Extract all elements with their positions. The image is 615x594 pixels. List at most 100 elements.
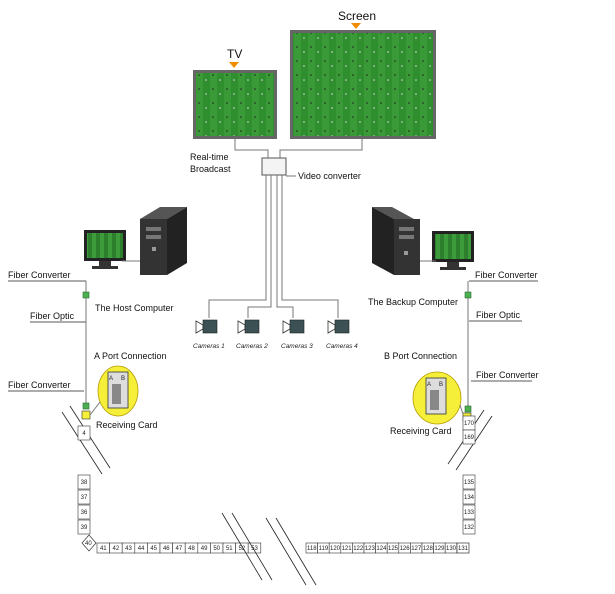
right-bottom-cell-label: 118 — [307, 546, 317, 552]
left-bottom-cell-label: 51 — [226, 546, 233, 552]
right-vertical-cell-label: 135 — [464, 480, 475, 486]
left-bottom-cell-label: 44 — [138, 546, 145, 552]
right-bottom-cell: 129 — [433, 542, 446, 554]
right-bottom-cell: 118 — [305, 542, 318, 554]
left-vertical-cell-label: 39 — [81, 525, 88, 531]
svg-text:A: A — [109, 376, 113, 382]
right-bottom-cell-label: 121 — [342, 546, 353, 552]
right-bottom-cell-label: 120 — [330, 546, 341, 552]
b-port-connection-label: B Port Connection — [384, 351, 457, 361]
camera-4-label: Cameras 4 — [326, 343, 358, 350]
right-bottom-cell-label: 122 — [353, 546, 364, 552]
right-bottom-cell: 123 — [363, 542, 376, 554]
right-corner-cell-label: 131 — [458, 546, 469, 552]
camera-2-label: Cameras 2 — [236, 343, 268, 350]
right-bottom-cell-label: 119 — [319, 546, 329, 552]
right-bottom-cell: 130 — [444, 542, 458, 554]
right-bottom-cell: 119 — [317, 542, 330, 554]
camera-1 — [195, 319, 218, 334]
left-receiving-card-small-icon — [81, 410, 91, 420]
right-vertical-cell: 169 — [462, 429, 476, 445]
left-fiber-converter-top-icon — [82, 291, 90, 299]
svg-text:B: B — [439, 382, 443, 388]
left-bottom-cell-label: 42 — [113, 546, 120, 552]
right-bottom-cell: 122 — [352, 542, 365, 554]
left-corner-cell: 40 — [81, 534, 97, 552]
left-bottom-cell: 43 — [121, 542, 136, 554]
right-vertical-cell: 132 — [462, 519, 476, 535]
screen-marker-icon — [351, 23, 361, 29]
right-vertical-cell-label: 169 — [464, 435, 475, 441]
tv-marker-icon — [229, 62, 239, 68]
right-bottom-cell: 124 — [375, 542, 388, 554]
left-bottom-cell: 53 — [247, 542, 262, 554]
right-bottom-cell: 128 — [421, 542, 434, 554]
right-receiving-card-label: Receiving Card — [390, 426, 452, 436]
left-vertical-cell: 36 — [77, 504, 91, 520]
backup-computer-label: The Backup Computer — [368, 297, 458, 307]
right-bottom-cell-label: 126 — [400, 546, 411, 552]
right-corner-cell: 131 — [456, 542, 470, 554]
left-bottom-cell-label: 49 — [201, 546, 208, 552]
backup-computer-icon — [372, 207, 474, 275]
left-bottom-cell: 52 — [235, 542, 249, 554]
right-bottom-cell-label: 123 — [365, 546, 376, 552]
right-vertical-cell: 135 — [462, 474, 476, 490]
left-vertical-cell: 38 — [77, 474, 91, 490]
broadcast-label-line1: Real-time — [190, 152, 229, 162]
right-vertical-cell: 133 — [462, 504, 476, 520]
a-port-receiving-card: A B — [97, 365, 139, 417]
a-port-connection-label: A Port Connection — [94, 351, 167, 361]
svg-text:A: A — [427, 382, 431, 388]
camera-wires — [208, 175, 339, 318]
left-bottom-cell: 44 — [134, 542, 148, 554]
right-bottom-cell-label: 128 — [423, 546, 434, 552]
right-fiber-optic-label: Fiber Optic — [476, 310, 521, 320]
tv-label: TV — [227, 47, 242, 61]
left-bottom-cell: 49 — [197, 542, 211, 554]
right-bottom-cell-label: 124 — [376, 546, 387, 552]
camera-3-label: Cameras 3 — [281, 343, 313, 350]
video-converter-label: Video converter — [298, 171, 361, 181]
left-vertical-cell: 4 — [77, 425, 91, 441]
left-bottom-cell-label: 41 — [100, 546, 107, 552]
right-vertical-cell-label: 132 — [464, 525, 475, 531]
left-bottom-cell: 45 — [147, 542, 161, 554]
camera-3 — [282, 319, 305, 334]
broadcast-label-line2: Broadcast — [190, 164, 231, 174]
right-bottom-cell-label: 125 — [388, 546, 399, 552]
right-vertical-cell: 134 — [462, 489, 476, 505]
bottom-break-lines — [221, 512, 317, 586]
left-fiber-converter-top-label: Fiber Converter — [8, 270, 71, 280]
right-bottom-cell-label: 127 — [411, 546, 422, 552]
left-bottom-cell: 46 — [159, 542, 173, 554]
right-vertical-cell-label: 133 — [464, 510, 475, 516]
video-converter-box — [261, 157, 287, 176]
left-vertical-cell-label: 37 — [81, 495, 88, 501]
host-computer-icon — [84, 207, 187, 275]
left-corner-cell-label: 40 — [85, 541, 92, 547]
right-bottom-cell: 125 — [386, 542, 400, 554]
right-bottom-cell: 120 — [328, 542, 342, 554]
left-vertical-cell-label: 38 — [81, 480, 88, 486]
left-bottom-cell-label: 47 — [176, 546, 183, 552]
display-wires — [234, 139, 363, 158]
left-bottom-cell-label: 53 — [251, 546, 258, 552]
b-port-receiving-card: A B — [412, 371, 462, 425]
left-vertical-cell-label: 4 — [82, 431, 86, 437]
left-bottom-cell: 42 — [109, 542, 123, 554]
left-bottom-cell: 48 — [184, 542, 199, 554]
svg-text:B: B — [121, 376, 125, 382]
right-vertical-cell-label: 134 — [464, 495, 475, 501]
host-computer-label: The Host Computer — [95, 303, 174, 313]
camera-4 — [327, 319, 350, 334]
left-vertical-cell: 37 — [77, 489, 91, 505]
right-bottom-cell: 126 — [398, 542, 411, 554]
left-fiber-optic-label: Fiber Optic — [30, 311, 75, 321]
left-receiving-card-label: Receiving Card — [96, 420, 158, 430]
right-bottom-cell: 121 — [340, 542, 353, 554]
left-fiber-converter-bottom-label: Fiber Converter — [8, 380, 71, 390]
